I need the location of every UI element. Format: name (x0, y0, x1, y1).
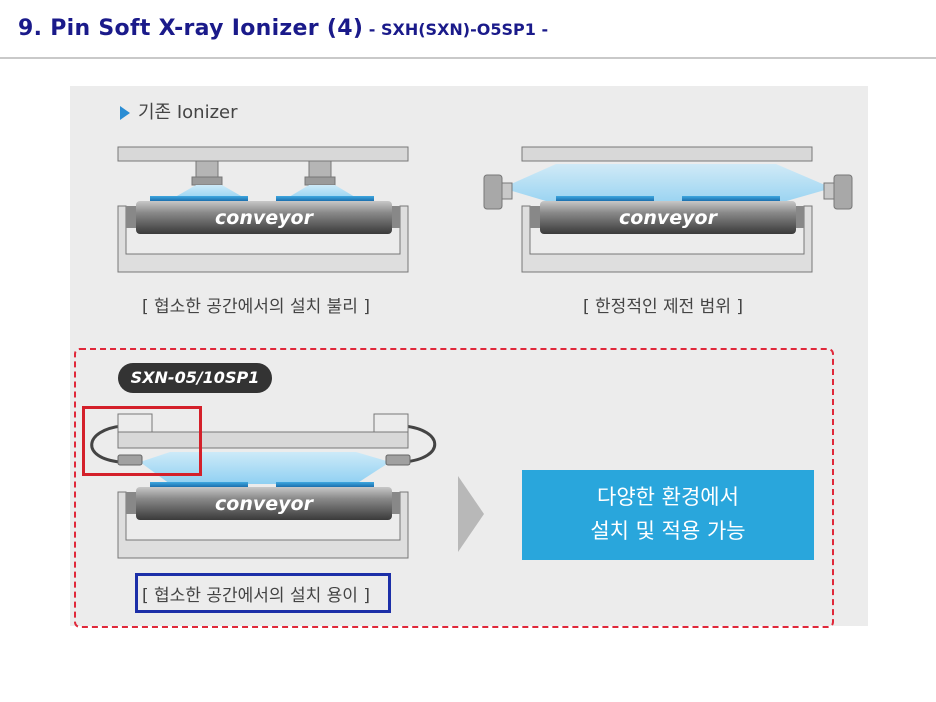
conveyor-roller (136, 201, 392, 234)
diagram-top-left: conveyor (117, 146, 409, 273)
diagram-top-right: conveyor (483, 146, 853, 273)
glass-panel (276, 482, 374, 487)
conveyor-label: conveyor (619, 207, 719, 229)
ion-beam (502, 164, 832, 204)
ion-beam (140, 452, 390, 484)
roller-end (126, 206, 136, 228)
caption-right: [ 한정적인 제전 범위 ] (583, 297, 743, 317)
title-model: - SXH(SXN)-O5SP1 - (363, 20, 549, 39)
section-label: 기존 Ionizer (120, 98, 238, 124)
top-plate (117, 431, 409, 449)
conveyor-roller (540, 201, 796, 234)
play-triangle-icon (120, 106, 130, 120)
result-box: 다양한 환경에서 설치 및 적용 가능 (522, 470, 814, 560)
result-line-1: 다양한 환경에서 (597, 485, 739, 509)
side-ionizer-icon (483, 174, 513, 210)
caption-bottom-highlight (135, 573, 391, 613)
cable (90, 424, 123, 464)
roller-end (126, 492, 136, 514)
section-label-text: 기존 Ionizer (138, 102, 238, 123)
roller-end (390, 492, 400, 514)
conveyor-label: conveyor (215, 493, 315, 515)
glass-panel (150, 196, 248, 201)
page-title: 9. Pin Soft X-ray Ionizer (4) - SXH(SXN)… (18, 16, 548, 41)
arrow-right-icon (458, 476, 484, 552)
diagram-bottom: conveyor (90, 413, 437, 559)
solution-frame (74, 348, 834, 628)
model-badge: SXN-05/10SP1 (118, 363, 272, 393)
roller-end (390, 206, 400, 228)
ionizer-head-icon (304, 160, 336, 186)
caption-bottom: [ 협소한 공간에서의 설치 용이 ] (142, 586, 370, 606)
ionizer-head-icon (191, 160, 223, 186)
pin-ionizer-icon (117, 454, 143, 466)
glass-panel (556, 196, 654, 201)
mount-block (373, 413, 409, 433)
cable (403, 424, 437, 464)
ionizer-highlight (82, 406, 202, 476)
glass-panel (150, 482, 248, 487)
conveyor-roller (136, 487, 392, 520)
top-plate (117, 146, 409, 162)
side-ionizer-icon (823, 174, 853, 210)
title-divider (0, 57, 936, 59)
result-line-2: 설치 및 적용 가능 (590, 519, 746, 543)
roller-end (530, 206, 540, 228)
caption-left: [ 협소한 공간에서의 설치 불리 ] (142, 297, 370, 317)
title-main: 9. Pin Soft X-ray Ionizer (4) (18, 16, 364, 41)
glass-panel (682, 196, 780, 201)
roller-end (794, 206, 804, 228)
top-plate (521, 146, 813, 162)
conveyor-label: conveyor (215, 207, 315, 229)
glass-panel (276, 196, 374, 201)
pin-ionizer-icon (385, 454, 411, 466)
mount-block (117, 413, 153, 433)
